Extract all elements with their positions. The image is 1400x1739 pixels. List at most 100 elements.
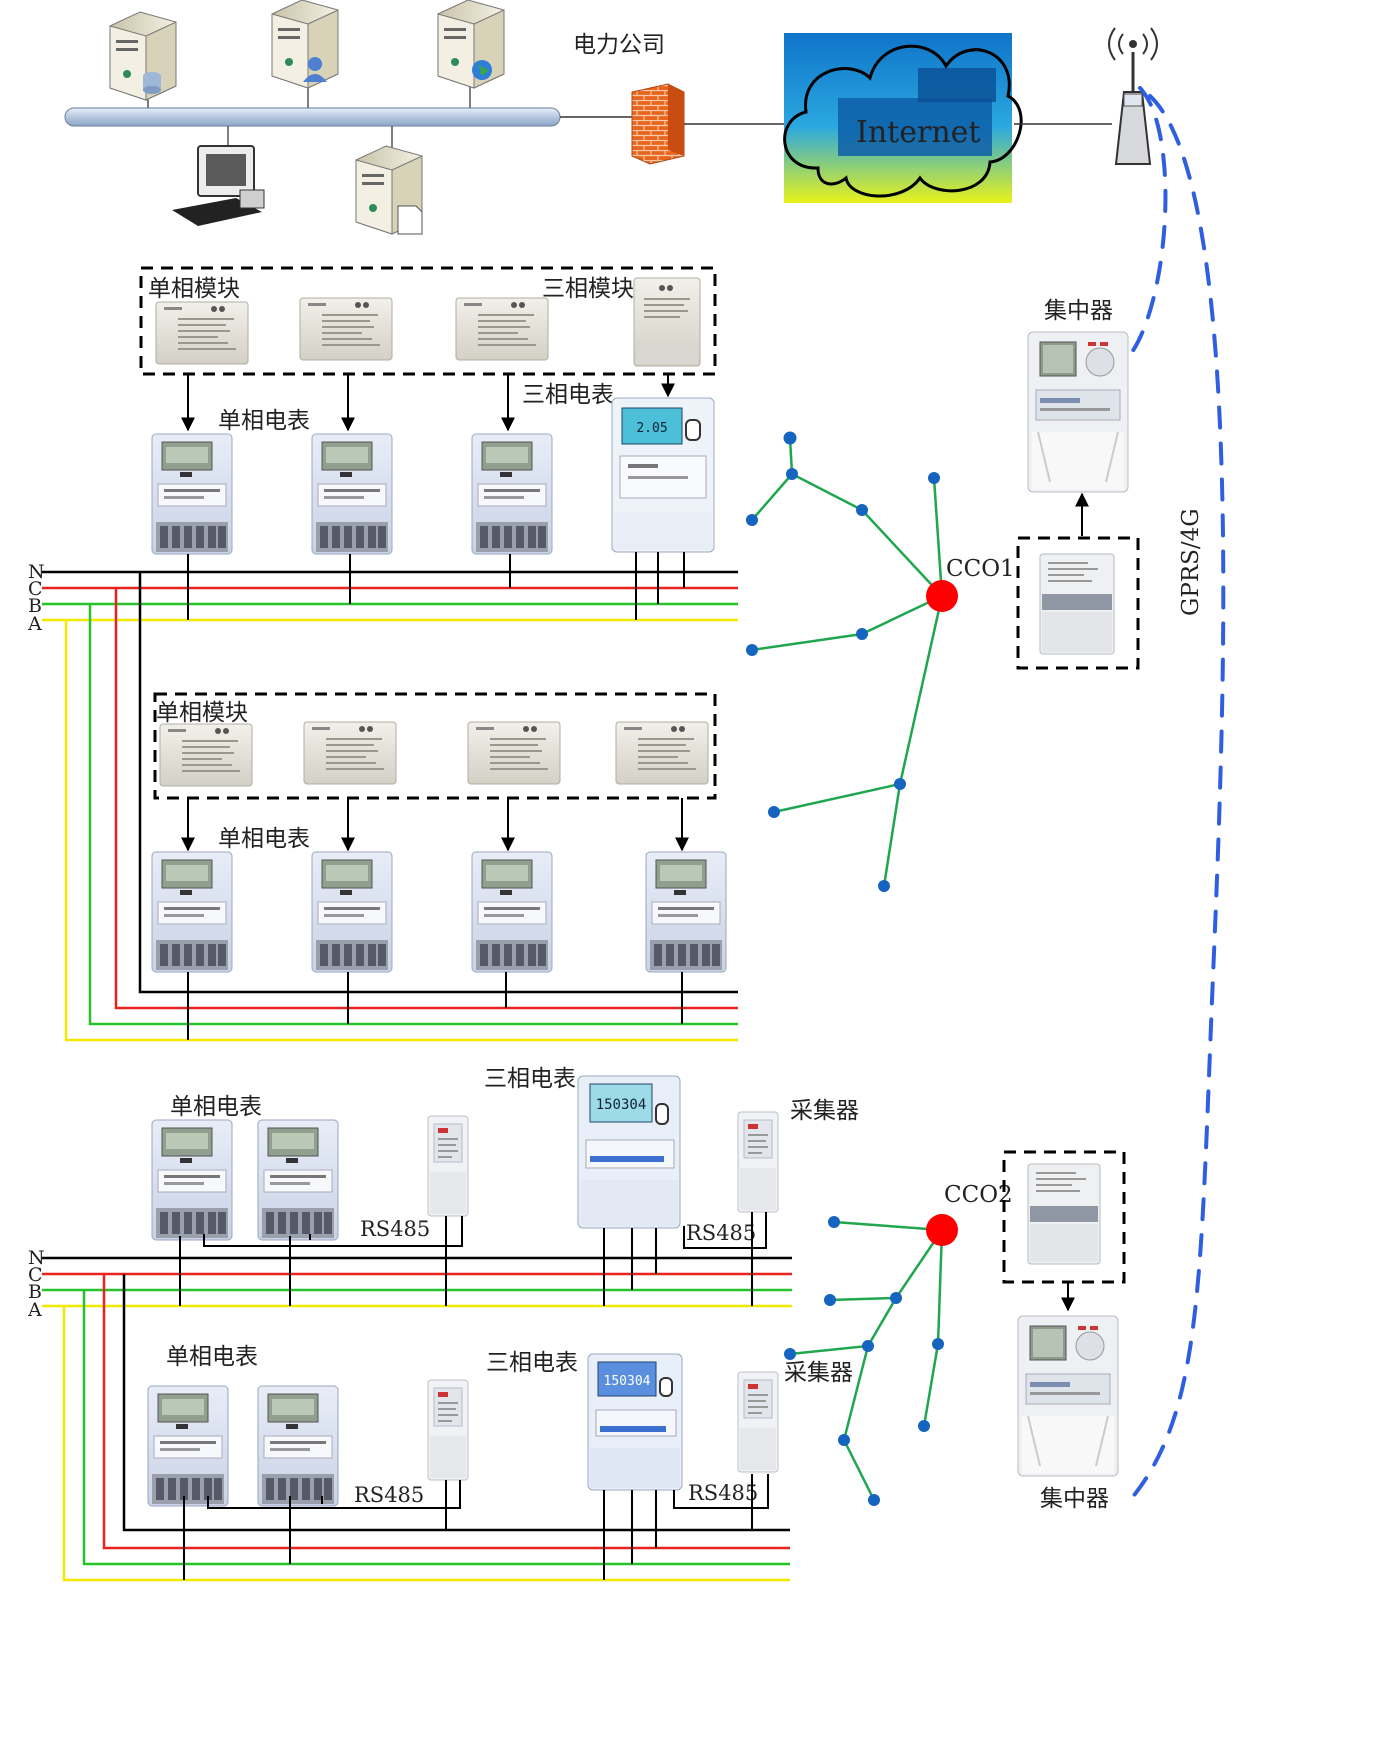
collector-1 — [427, 1115, 469, 1217]
antenna-tower-icon — [1108, 27, 1158, 165]
three-meter-label-3: 三相电表 — [484, 1066, 576, 1092]
rs485-label-c: RS485 — [354, 1483, 424, 1507]
rs485-label-a: RS485 — [360, 1217, 430, 1241]
phase-b-label: B — [28, 1281, 42, 1303]
three-meter-label-1: 三相电表 — [522, 382, 614, 408]
single-meter-8 — [151, 1119, 233, 1241]
collector-4 — [737, 1371, 779, 1473]
feeders-1 — [64, 572, 738, 1042]
meter-reading: 2.05 — [636, 421, 667, 436]
single-meter-9 — [257, 1119, 339, 1241]
single-module-label-2: 单相模块 — [156, 700, 248, 726]
single-meter-label-3: 单相电表 — [170, 1094, 262, 1120]
concentrator-label-top: 集中器 — [1044, 298, 1113, 324]
cco2-nodes — [784, 1216, 944, 1506]
meter-drops-1 — [187, 552, 685, 620]
module-5 — [303, 721, 397, 785]
meter-drops-2 — [187, 972, 683, 1040]
power-bus-1 — [42, 570, 738, 622]
lan-bus — [64, 107, 561, 127]
user-server-icon — [271, 0, 339, 89]
cco2-node — [926, 1214, 958, 1246]
three-meter-label-4: 三相电表 — [486, 1350, 578, 1376]
collector-3 — [427, 1379, 469, 1481]
single-meter-10 — [147, 1385, 229, 1507]
cco1-network — [751, 437, 944, 887]
single-meter-6 — [471, 851, 553, 973]
three-module-label: 三相模块 — [542, 276, 634, 302]
single-meter-3 — [471, 433, 553, 555]
firewall-icon — [631, 83, 685, 165]
phase-labels-2: N C B A — [27, 1247, 45, 1321]
meter-reading: 150304 — [596, 1097, 647, 1113]
meter-drops-3 — [179, 1212, 753, 1306]
office-network — [64, 0, 561, 235]
user-icon — [303, 57, 327, 82]
single-meter-label-2: 单相电表 — [218, 826, 310, 852]
meter-reading: 150304 — [604, 1374, 651, 1389]
cco1-module-box — [1016, 536, 1140, 670]
three-phase-meter-4: 150304 — [587, 1353, 683, 1491]
single-meter-7 — [645, 851, 727, 973]
module-6 — [467, 721, 561, 785]
cco1-nodes — [746, 431, 940, 892]
module-arrows-2 — [181, 798, 689, 852]
cco2-label: CCO2 — [944, 1182, 1013, 1208]
module-1 — [155, 301, 249, 365]
power-company-label: 电力公司 — [573, 32, 665, 58]
collector-2 — [737, 1111, 779, 1213]
wireless-links — [1124, 86, 1226, 1507]
three-phase-meter-1: 2.05 — [611, 397, 715, 553]
phase-n-label: N — [28, 1247, 45, 1269]
module-3 — [455, 297, 549, 361]
phase-n-label: N — [28, 561, 45, 583]
single-module-label-1: 单相模块 — [148, 276, 240, 302]
collector-label-1: 采集器 — [790, 1098, 859, 1124]
module-7 — [615, 721, 709, 785]
phase-c-label: C — [28, 578, 43, 600]
phase-a-label: A — [27, 613, 42, 635]
cco1-node — [926, 580, 958, 612]
rs485-label-b: RS485 — [686, 1221, 756, 1245]
internet-label: Internet — [856, 115, 980, 150]
phase-labels-1: N C B A — [27, 561, 45, 635]
gprs-label: GPRS/4G — [1178, 508, 1204, 616]
cco1-module — [1039, 553, 1115, 655]
single-meter-label-4: 单相电表 — [166, 1344, 258, 1370]
module-4 — [159, 723, 253, 787]
power-bus-2 — [42, 1256, 792, 1308]
cco1-label: CCO1 — [946, 556, 1015, 582]
web-server-icon — [437, 0, 505, 89]
concentrator-bottom — [1017, 1315, 1119, 1477]
single-meter-11 — [257, 1385, 339, 1507]
concentrator-top — [1027, 331, 1129, 493]
phase-b-label: B — [28, 595, 42, 617]
single-meter-label-1: 单相电表 — [218, 408, 310, 434]
three-phase-module — [633, 277, 701, 367]
module-2 — [299, 297, 393, 361]
rs485-label-d: RS485 — [688, 1481, 758, 1505]
three-phase-meter-3: 150304 — [577, 1075, 681, 1229]
globe-icon — [472, 60, 492, 80]
module-arrows-1 — [181, 374, 675, 432]
single-meter-2 — [311, 433, 393, 555]
internet-cloud-icon — [783, 33, 1023, 203]
document-icon — [397, 205, 423, 235]
single-meter-4 — [151, 851, 233, 973]
database-icon — [143, 72, 161, 94]
feeders-2 — [62, 1274, 790, 1582]
phase-a-label: A — [27, 1299, 42, 1321]
collector-label-2: 采集器 — [784, 1360, 853, 1386]
meter-drops-4 — [183, 1474, 753, 1580]
cco2-module-box — [1002, 1150, 1126, 1284]
phase-c-label: C — [28, 1264, 43, 1286]
workstation-icon — [172, 145, 265, 226]
concentrator-label-bottom: 集中器 — [1040, 1486, 1109, 1512]
rs485-links-1 — [203, 1212, 767, 1249]
module-group-1 — [139, 266, 717, 376]
module-group-2 — [153, 692, 717, 800]
single-meter-5 — [311, 851, 393, 973]
rs485-links-2 — [207, 1474, 769, 1509]
single-meter-1 — [151, 433, 233, 555]
